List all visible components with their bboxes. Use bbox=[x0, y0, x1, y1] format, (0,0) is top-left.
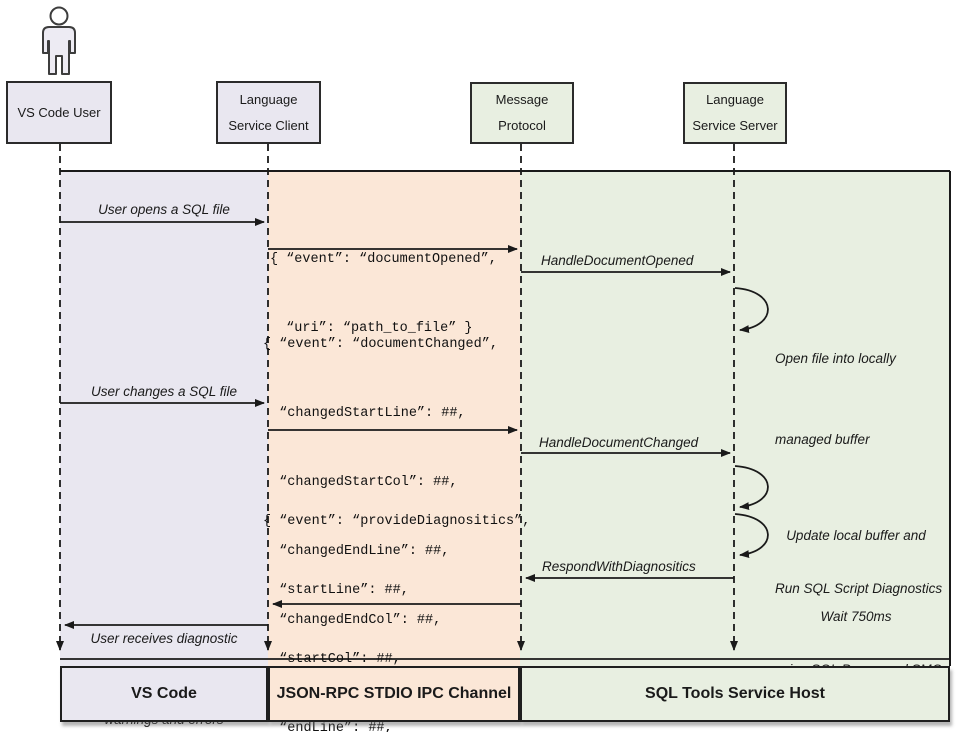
actor-label-line2: Service Client bbox=[228, 117, 309, 133]
lane-ipc-channel bbox=[268, 172, 520, 722]
actor-box-language-service-server: Language Service Server bbox=[683, 82, 787, 144]
label-update-buffer-wait: Update local buffer and Wait 750ms bbox=[786, 528, 926, 624]
footer-label: SQL Tools Service Host bbox=[645, 685, 825, 702]
actor-label-line2: Service Server bbox=[692, 118, 778, 133]
footer-box-json-rpc-channel: JSON-RPC STDIO IPC Channel bbox=[268, 666, 520, 722]
json-line: “uri”: “path_to_file” } bbox=[270, 321, 473, 336]
json-line: “changedEndCol”: ##, bbox=[263, 613, 442, 628]
json-line: “changedStartLine”: ##, bbox=[263, 406, 466, 421]
footer-label: JSON-RPC STDIO IPC Channel bbox=[276, 685, 512, 702]
json-line: { “event”: “provideDiagnositics”, bbox=[263, 514, 531, 529]
label-respond-with-diagnostics: RespondWithDiagnositics bbox=[542, 559, 696, 574]
footer-box-sql-tools-service-host: SQL Tools Service Host bbox=[520, 666, 950, 722]
lane-service-host bbox=[520, 172, 950, 722]
label-user-opens: User opens a SQL file bbox=[98, 202, 230, 217]
actor-box-vscode-user: VS Code User bbox=[6, 81, 112, 144]
actor-box-message-protocol: Message Protocol bbox=[470, 82, 574, 144]
json-payload-provide-diagnostics: { “event”: “provideDiagnositics”, “start… bbox=[263, 464, 530, 732]
json-line: “endLine”: ##, bbox=[263, 721, 393, 732]
actor-label-line2: Protocol bbox=[498, 118, 546, 133]
actor-label-line1: Language bbox=[239, 91, 298, 107]
footer-label: VS Code bbox=[131, 685, 197, 702]
actor-label-line1: Language bbox=[706, 92, 764, 107]
json-line: { “event”: “documentOpened”, bbox=[270, 252, 497, 267]
label-handle-document-changed: HandleDocumentChanged bbox=[539, 435, 699, 450]
json-payload-document-opened: { “event”: “documentOpened”, “uri”: “pat… bbox=[270, 202, 497, 386]
json-line: “changedStartCol”: ##, bbox=[263, 475, 458, 490]
actor-box-language-service-client: Language Service Client bbox=[216, 81, 321, 144]
json-line: “changedEndLine”: ##, bbox=[263, 544, 450, 559]
json-line: “startCol”: ##, bbox=[263, 652, 401, 667]
lane-vscode bbox=[60, 172, 268, 722]
footer-box-vs-code: VS Code bbox=[60, 666, 268, 722]
actor-label-line1: Message bbox=[495, 92, 549, 107]
actor-label: VS Code User bbox=[17, 104, 101, 120]
label-open-file-into-buffer: Open file into locally managed buffer bbox=[775, 351, 896, 447]
json-line: { “event”: “documentChanged”, bbox=[263, 337, 498, 352]
label-handle-document-opened: HandleDocumentOpened bbox=[541, 253, 694, 268]
json-line: “startLine”: ##, bbox=[263, 583, 409, 598]
label-user-changes: User changes a SQL file bbox=[90, 384, 238, 399]
user-actor-icon bbox=[42, 6, 76, 75]
